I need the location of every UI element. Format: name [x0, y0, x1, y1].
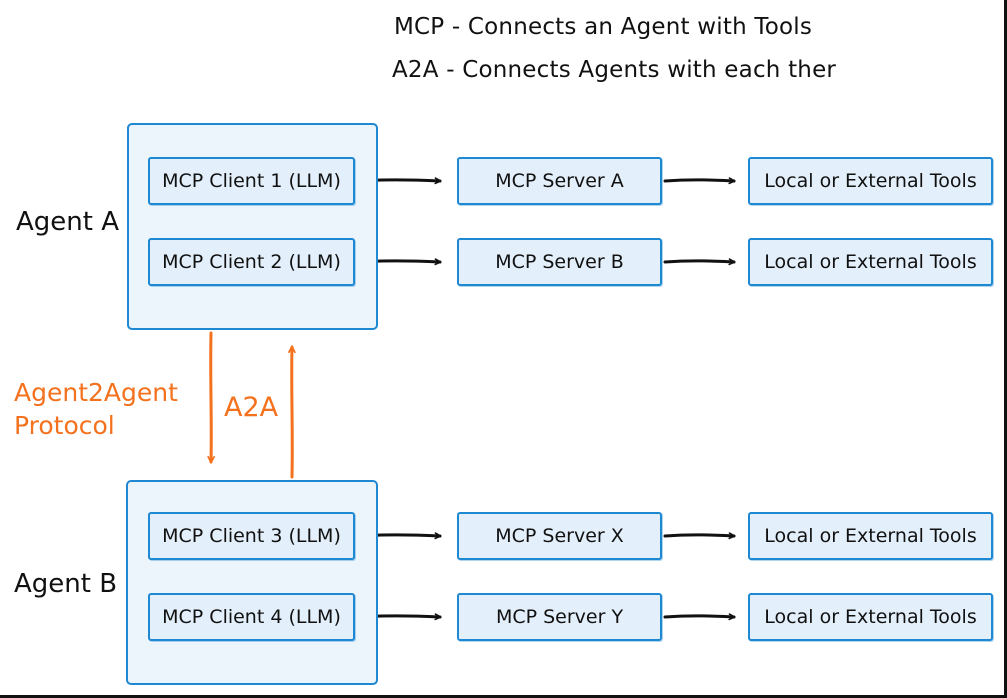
mcp-client-3-node: MCP Client 3 (LLM): [148, 512, 355, 560]
agent-a-box: [127, 123, 378, 330]
tools-node-4: Local or External Tools: [748, 593, 993, 641]
mcp-server-a-node: MCP Server A: [457, 157, 662, 205]
agent-b-label: Agent B: [14, 569, 118, 599]
arrow-server-b-to-tools-icon: [663, 258, 736, 266]
agent2agent-protocol-line2: Protocol: [14, 411, 115, 440]
agent2agent-protocol-label: Agent2Agent Protocol: [14, 376, 178, 442]
agent2agent-protocol-line1: Agent2Agent: [14, 378, 178, 407]
arrow-server-x-to-tools-icon: [663, 532, 736, 540]
legend-mcp-line: MCP - Connects an Agent with Tools: [394, 14, 813, 40]
a2a-arrow-label: A2A: [224, 392, 279, 423]
mcp-client-1-node: MCP Client 1 (LLM): [148, 157, 355, 205]
mcp-server-y-node: MCP Server Y: [457, 593, 662, 641]
agent-b-box: [126, 480, 378, 685]
mcp-server-b-node: MCP Server B: [457, 238, 662, 286]
tools-node-2: Local or External Tools: [748, 238, 993, 286]
tools-node-1: Local or External Tools: [748, 157, 993, 205]
tools-node-3: Local or External Tools: [748, 512, 993, 560]
agent-a-label: Agent A: [16, 207, 120, 237]
a2a-arrow-down-icon: [207, 331, 215, 464]
mcp-server-x-node: MCP Server X: [457, 512, 662, 560]
legend-a2a-line: A2A - Connects Agents with each ther: [392, 57, 837, 83]
arrow-server-y-to-tools-icon: [663, 613, 736, 621]
mcp-client-4-node: MCP Client 4 (LLM): [148, 593, 355, 641]
mcp-client-2-node: MCP Client 2 (LLM): [148, 238, 355, 286]
arrow-server-a-to-tools-icon: [663, 177, 736, 185]
a2a-arrow-up-icon: [288, 345, 296, 479]
